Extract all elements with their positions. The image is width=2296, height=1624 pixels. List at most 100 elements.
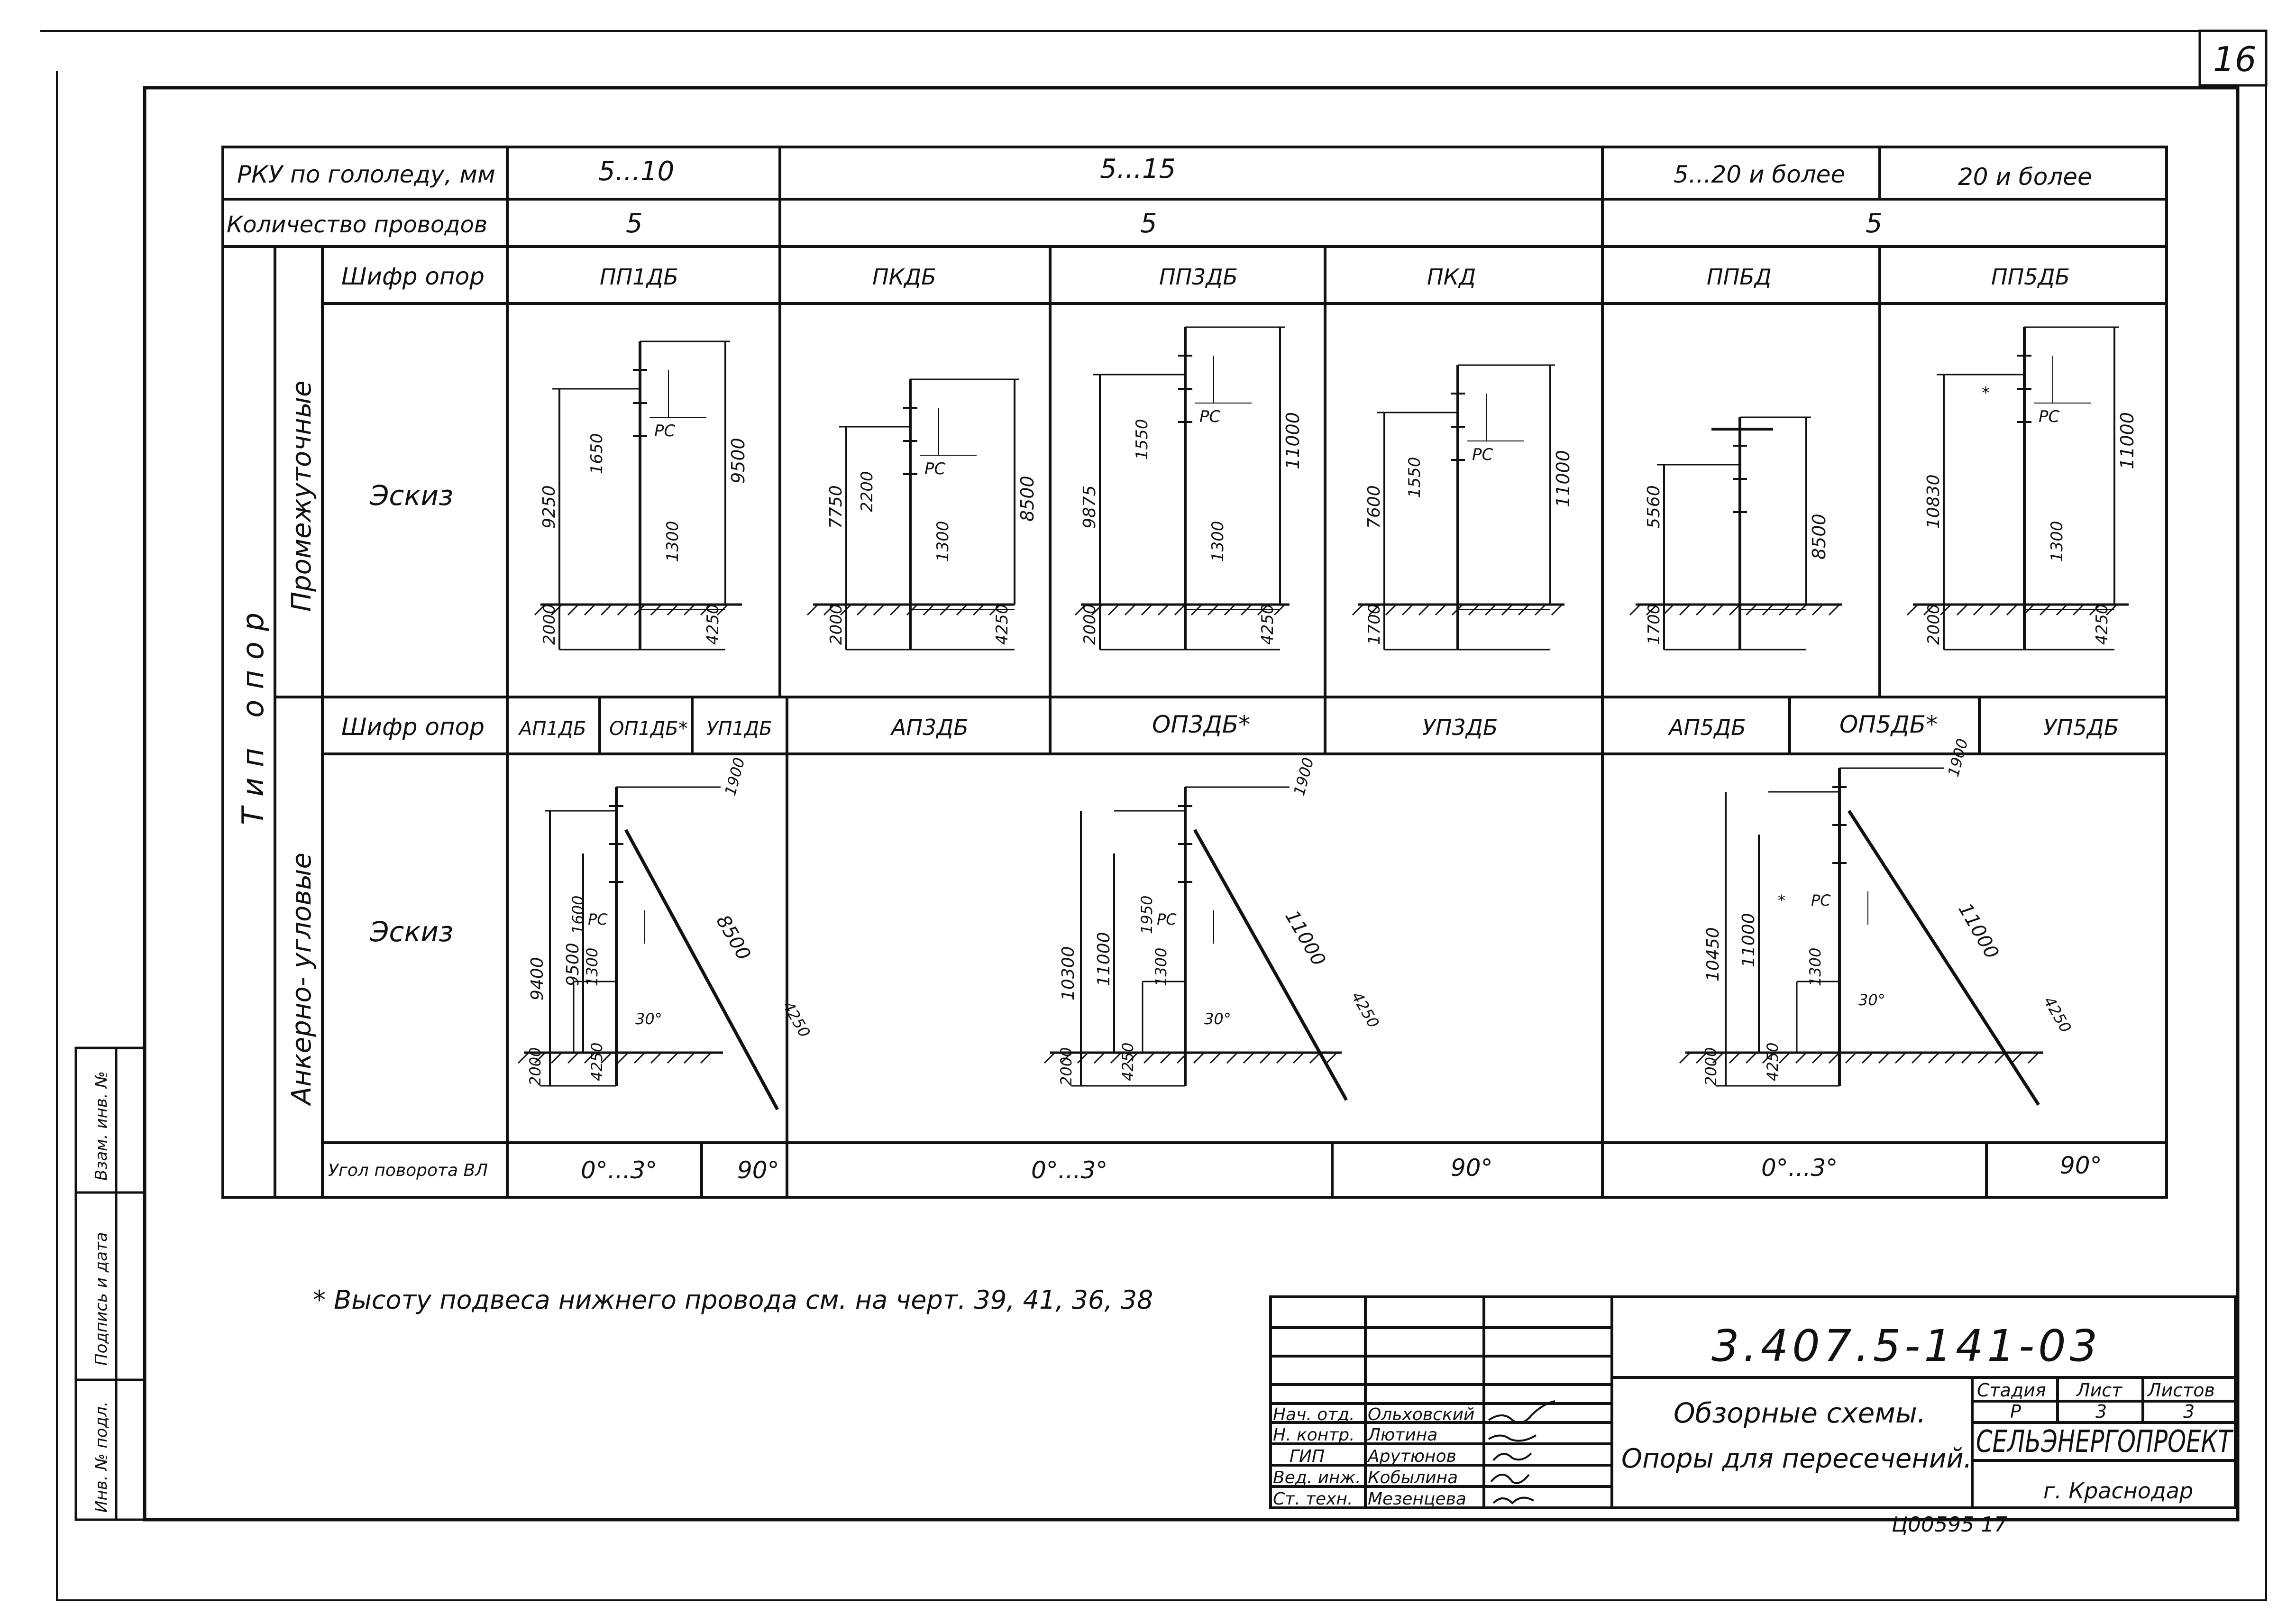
intermediate-dim-1-0: 7750 bbox=[826, 485, 846, 529]
footnote: * Высоту подвеса нижнего провода см. на … bbox=[313, 1285, 1153, 1315]
code-pp3db: ПП3ДБ bbox=[1159, 264, 1238, 290]
intermediate-dim-3-3: 11000 bbox=[1553, 450, 1573, 507]
anchor-dim-2-1: * bbox=[1778, 891, 1785, 909]
code-op1db: ОП1ДБ* bbox=[609, 718, 688, 740]
intermediate-dim-5-0: 10830 bbox=[1924, 474, 1943, 529]
code-pp5db: ПП5ДБ bbox=[1991, 264, 2070, 290]
name-2: Лютина bbox=[1367, 1425, 1437, 1445]
name-4: Кобылина bbox=[1368, 1468, 1458, 1487]
anchor-dim-1-0: 1900 bbox=[1290, 756, 1317, 798]
doc-number: 3.407.5-141-03 bbox=[1711, 1321, 2101, 1371]
bottom-note: Ц00595 17 bbox=[1892, 1513, 2007, 1537]
role-4: Вед. инж. bbox=[1273, 1468, 1361, 1487]
wires-label: Количество проводов bbox=[227, 211, 487, 238]
anchor-dim-0-2: РС bbox=[588, 910, 608, 928]
intermediate-dim-3-0: 7600 bbox=[1364, 485, 1384, 529]
anchor-dim-2-9: 4250 bbox=[2040, 993, 2075, 1036]
intermediate-dim-2-2: РС bbox=[1199, 407, 1221, 426]
intermediate-dim-3-2: РС bbox=[1472, 445, 1493, 464]
anchor-dim-1-2: РС bbox=[1157, 910, 1177, 928]
intermediate-dim-3-4: 1700 bbox=[1365, 604, 1384, 645]
stamp-signature-date: Подпись и дата bbox=[92, 1232, 111, 1366]
anchor-dim-2-7: 1300 bbox=[1806, 948, 1824, 986]
angle-1: 0°...3° bbox=[581, 1156, 657, 1184]
anchor-dim-1-5: 11000 bbox=[1281, 907, 1329, 970]
anchor-dim-0-10: 2000 bbox=[526, 1047, 544, 1086]
anchor-dim-1-9: 4250 bbox=[1348, 989, 1383, 1031]
code-ppbd: ППБД bbox=[1707, 264, 1772, 290]
intermediate-dim-1-6: 2000 bbox=[827, 604, 846, 645]
anchor-dim-1-7: 1300 bbox=[1152, 948, 1170, 986]
intermediate-dim-0-1: 1650 bbox=[587, 433, 606, 474]
sheets-label: Листов bbox=[2147, 1380, 2215, 1401]
anchor-dim-2-8: 4250 bbox=[1764, 1043, 1782, 1081]
name-5: Мезенцева bbox=[1368, 1489, 1466, 1509]
doc-title-line2: Опоры для пересечений. bbox=[1621, 1443, 1972, 1474]
intermediate-dim-2-1: 1550 bbox=[1133, 419, 1152, 460]
wires-value-2: 5 bbox=[1140, 208, 1157, 239]
intermediate-label: Промежуточные bbox=[286, 381, 317, 612]
wires-value-3: 5 bbox=[1866, 208, 1883, 239]
code-ap3db: АП3ДБ bbox=[890, 715, 969, 740]
intermediate-dim-4-2: 1700 bbox=[1645, 604, 1664, 645]
code-pkd: ПКД bbox=[1427, 264, 1476, 290]
anchor-dim-1-3: 10300 bbox=[1059, 946, 1078, 1000]
intermediate-dim-4-0: 5560 bbox=[1644, 485, 1664, 529]
rku-label: РКУ по гололеду, мм bbox=[237, 161, 495, 188]
wires-value-1: 5 bbox=[626, 208, 643, 239]
code-up5db: УП5ДБ bbox=[2043, 715, 2119, 740]
intermediate-dim-2-6: 2000 bbox=[1080, 604, 1099, 645]
anchor-dim-2-6: 30° bbox=[1858, 991, 1885, 1009]
anchor-dim-0-0: 1900 bbox=[721, 756, 749, 798]
intermediate-dim-1-4: 1300 bbox=[933, 521, 952, 562]
angle-2: 90° bbox=[737, 1156, 779, 1184]
intermediate-dim-1-5: 4250 bbox=[993, 604, 1012, 645]
doc-title-line1: Обзорные схемы. bbox=[1674, 1397, 1926, 1429]
rku-value-2: 5...15 bbox=[1100, 154, 1176, 184]
type-label: Тип опор bbox=[236, 602, 270, 825]
intermediate-dim-1-2: РС bbox=[924, 459, 946, 478]
anchor-dim-2-10: 2000 bbox=[1702, 1047, 1720, 1086]
code-label-anchor: Шифр опор bbox=[341, 713, 485, 741]
intermediate-dim-1-3: 8500 bbox=[1017, 476, 1038, 522]
intermediate-dim-0-2: РС bbox=[654, 422, 676, 440]
intermediate-dim-2-0: 9875 bbox=[1080, 485, 1099, 529]
name-3: Арутюнов bbox=[1367, 1447, 1456, 1466]
anchor-dim-2-5: 11000 bbox=[1954, 899, 2003, 963]
code-pkdb: ПКДБ bbox=[872, 264, 936, 290]
org-name: СЕЛЬЭНЕРГОПРОЕКТ bbox=[1976, 1424, 2234, 1459]
sheets-value: 3 bbox=[2183, 1401, 2195, 1422]
signatures bbox=[1488, 1400, 1555, 1505]
anchor-dim-1-4: 11000 bbox=[1094, 932, 1114, 986]
code-op5db: ОП5ДБ* bbox=[1839, 711, 1938, 738]
angle-6: 90° bbox=[2060, 1152, 2102, 1179]
rku-value-3: 5...20 и более bbox=[1674, 161, 1845, 188]
code-up3db: УП3ДБ bbox=[1422, 715, 1498, 740]
intermediate-dim-5-1: * bbox=[1982, 384, 1990, 403]
anchor-dim-1-8: 4250 bbox=[1119, 1043, 1137, 1081]
role-5: Ст. техн. bbox=[1273, 1489, 1353, 1509]
angle-5: 0°...3° bbox=[1761, 1154, 1838, 1182]
code-op3db: ОП3ДБ* bbox=[1152, 711, 1250, 738]
sketch-label-intermediate: Эскиз bbox=[369, 479, 453, 512]
intermediate-dim-0-6: 2000 bbox=[540, 604, 559, 645]
name-1: Ольховский bbox=[1368, 1405, 1474, 1424]
intermediate-dim-2-5: 4250 bbox=[1258, 604, 1277, 645]
intermediate-dim-5-3: 11000 bbox=[2117, 412, 2138, 469]
code-up1db: УП1ДБ bbox=[706, 718, 772, 740]
rku-value-4: 20 и более bbox=[1958, 163, 2092, 191]
intermediate-dim-4-1: 8500 bbox=[1809, 514, 1829, 560]
stamp-replace-inv: Взам. инв. № bbox=[92, 1071, 111, 1181]
anchor-dim-1-1: 1950 bbox=[1138, 896, 1156, 934]
anchor-dim-0-1: 1600 bbox=[569, 896, 587, 934]
anchor-dim-1-10: 2000 bbox=[1057, 1047, 1075, 1086]
intermediate-dim-5-2: РС bbox=[2039, 407, 2060, 426]
page-number: 16 bbox=[2213, 39, 2257, 79]
angle-4: 90° bbox=[1451, 1154, 1493, 1182]
anchor-label: Анкерно- угловые bbox=[286, 853, 317, 1106]
sheet-value: 3 bbox=[2095, 1401, 2107, 1422]
intermediate-dim-0-5: 4250 bbox=[704, 604, 723, 645]
org-city: г. Краснодар bbox=[2043, 1478, 2193, 1504]
anchor-dim-0-3: 9400 bbox=[528, 957, 547, 1000]
